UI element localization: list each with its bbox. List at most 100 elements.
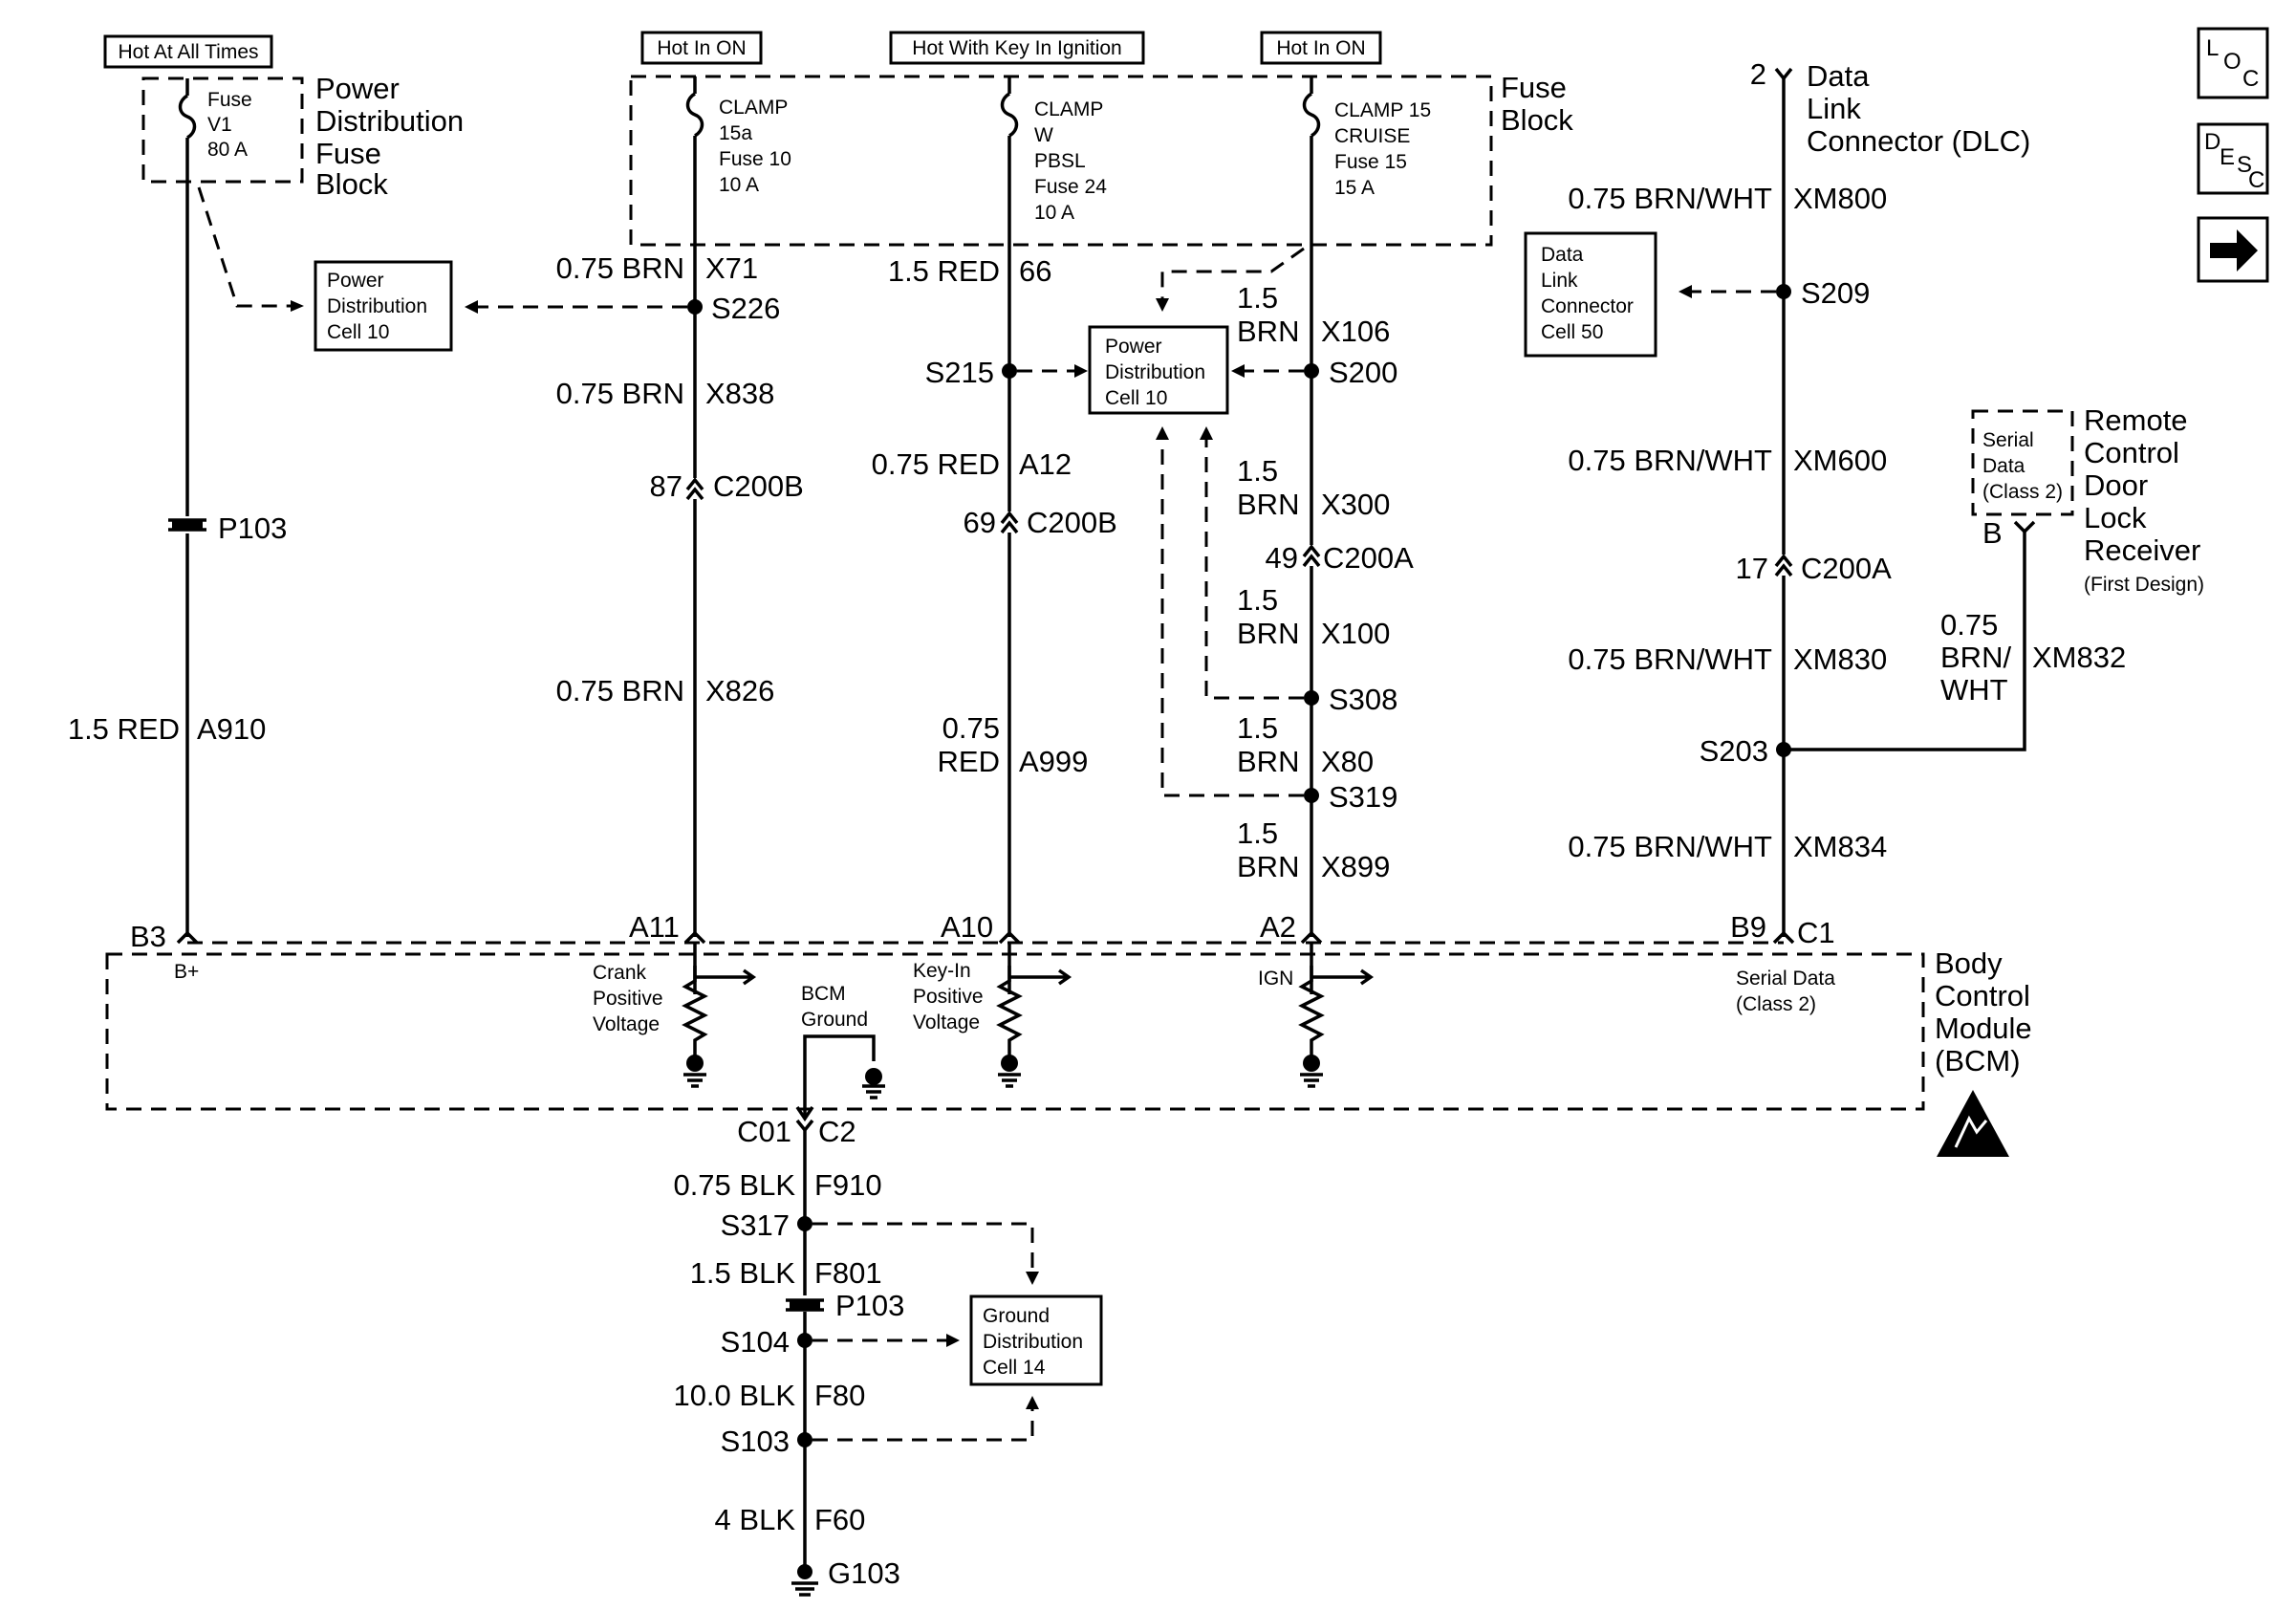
svg-text:A999: A999 [1019,745,1088,778]
svg-text:1.5: 1.5 [1237,281,1278,315]
svg-text:G103: G103 [828,1556,900,1590]
svg-text:Key-In: Key-In [913,960,971,982]
svg-text:B: B [1982,516,2003,550]
svg-text:D: D [2204,129,2220,155]
svg-text:BRN: BRN [1237,745,1299,778]
svg-text:BRN: BRN [1237,617,1299,650]
loc-icon[interactable]: L O C [2197,27,2269,99]
svg-text:Fuse: Fuse [1501,71,1567,104]
svg-text:Ground: Ground [801,1009,868,1031]
svg-text:C200B: C200B [1027,506,1117,539]
svg-text:L: L [2206,35,2219,61]
svg-text:Distribution: Distribution [1105,361,1205,383]
svg-text:17: 17 [1736,552,1768,585]
svg-text:S215: S215 [925,356,994,389]
svg-text:S200: S200 [1329,356,1397,389]
svg-text:Data: Data [1982,455,2025,477]
svg-text:PBSL: PBSL [1034,150,1086,172]
svg-text:F801: F801 [814,1256,882,1290]
svg-text:Cell 14: Cell 14 [983,1357,1046,1379]
svg-text:CLAMP 15: CLAMP 15 [1334,99,1431,121]
svg-text:1.5 RED: 1.5 RED [68,712,180,746]
svg-text:Connector: Connector [1541,295,1634,317]
svg-text:Distribution: Distribution [315,104,464,138]
pd-cell-center: Power Distribution Cell 10 [1088,325,1229,415]
svg-text:Body: Body [1935,946,2003,980]
svg-text:P103: P103 [835,1289,904,1322]
svg-text:C200B: C200B [713,469,804,503]
svg-text:S319: S319 [1329,780,1397,814]
svg-text:X838: X838 [705,377,774,410]
svg-text:Voltage: Voltage [593,1013,660,1035]
header-hot-in-on-1: Hot In ON [640,31,763,65]
svg-text:0.75 BRN: 0.75 BRN [556,251,684,285]
svg-text:C01: C01 [737,1115,791,1148]
desc-icon[interactable]: D E S C [2197,122,2269,195]
svg-text:C1: C1 [1797,916,1835,949]
svg-text:0.75 BRN/WHT: 0.75 BRN/WHT [1568,830,1772,863]
svg-text:Receiver: Receiver [2084,533,2200,567]
svg-text:Power: Power [1105,336,1162,358]
svg-text:Crank: Crank [593,962,647,984]
svg-text:Fuse: Fuse [315,137,381,170]
svg-text:BRN/: BRN/ [1940,641,2011,674]
svg-text:Data: Data [1807,59,1870,93]
svg-text:4 BLK: 4 BLK [715,1503,796,1536]
svg-text:Fuse: Fuse [207,89,252,111]
arrow-right-icon[interactable] [2197,216,2269,283]
svg-text:V1: V1 [207,114,232,136]
circuit-serial: 2 Data Link Connector (DLC) 0.75 BRN/WHT… [1568,57,2030,1015]
svg-text:87: 87 [650,469,682,503]
svg-text:Serial: Serial [1982,429,2034,451]
svg-text:X300: X300 [1321,488,1390,521]
svg-text:Fuse 24: Fuse 24 [1034,176,1107,198]
svg-text:1.5 RED: 1.5 RED [888,254,1000,288]
svg-text:10.0 BLK: 10.0 BLK [673,1379,795,1412]
ground-cell: Ground Distribution Cell 14 [969,1295,1103,1386]
svg-text:O: O [2223,49,2242,75]
circuit-keyin: 1.5 RED 66 S215 0.75 RED A12 69 C200B 0.… [872,136,1117,1088]
svg-text:(Class 2): (Class 2) [1982,481,2063,503]
svg-text:S203: S203 [1700,734,1768,768]
svg-text:Hot In ON: Hot In ON [1276,37,1365,59]
svg-text:BRN: BRN [1237,850,1299,883]
svg-text:X71: X71 [705,251,758,285]
svg-text:Cell 50: Cell 50 [1541,321,1603,343]
svg-text:BRN: BRN [1237,488,1299,521]
svg-text:Connector (DLC): Connector (DLC) [1807,124,2030,158]
svg-text:F60: F60 [814,1503,865,1536]
svg-text:S317: S317 [721,1208,790,1242]
svg-text:Control: Control [1935,979,2030,1012]
power-distribution-fuse-block: Fuse V1 80 A Power Distribution Fuse Blo… [141,72,464,201]
svg-text:49: 49 [1266,541,1298,575]
dash-pdfb-to-cell [197,186,294,308]
svg-text:0.75 RED: 0.75 RED [872,447,1000,481]
svg-text:Ground: Ground [983,1305,1050,1327]
dlc-cell: Data Link Connector Cell 50 [1524,231,1657,358]
svg-text:2: 2 [1750,57,1766,91]
svg-text:WHT: WHT [1940,673,2008,707]
svg-text:XM832: XM832 [2032,641,2126,674]
svg-text:Lock: Lock [2084,501,2147,534]
svg-text:S226: S226 [711,292,780,325]
svg-text:CLAMP: CLAMP [719,97,788,119]
svg-text:(First Design): (First Design) [2084,574,2204,596]
svg-text:CRUISE: CRUISE [1334,125,1410,147]
svg-text:XM834: XM834 [1793,830,1887,863]
svg-text:Data: Data [1541,244,1584,266]
header-hot-all-times-text: Hot At All Times [118,41,258,63]
svg-text:C200A: C200A [1801,552,1892,585]
svg-text:XM830: XM830 [1793,642,1887,676]
svg-text:S308: S308 [1329,683,1397,716]
svg-text:10 A: 10 A [1034,202,1074,224]
svg-text:0.75 BRN: 0.75 BRN [556,674,684,707]
fuse-v1-symbol [178,78,197,182]
svg-text:BRN: BRN [1237,315,1299,348]
svg-text:Serial Data: Serial Data [1736,968,1835,990]
header-hot-all-times: Hot At All Times [103,34,273,69]
svg-text:C: C [2248,167,2264,193]
svg-text:Link: Link [1541,270,1578,292]
svg-text:XM800: XM800 [1793,182,1887,215]
svg-text:Distribution: Distribution [983,1331,1083,1353]
svg-text:Voltage: Voltage [913,1012,980,1033]
